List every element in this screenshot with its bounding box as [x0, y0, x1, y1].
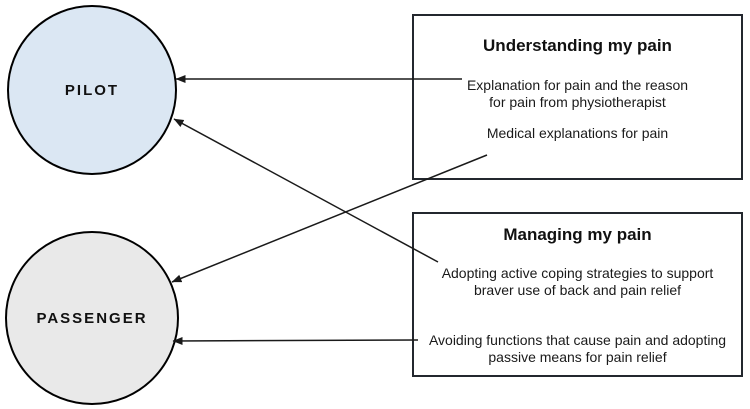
understanding-item-medical: Medical explanations for pain	[486, 125, 669, 141]
pilot-node: PILOT	[7, 5, 177, 175]
managing-item-adopting: Adopting active coping strategies to sup…	[441, 265, 714, 298]
arrow-avoiding-to-passenger	[172, 336, 419, 345]
passenger-node: PASSENGER	[5, 231, 179, 405]
managing-item-avoiding: Avoiding functions that cause pain and a…	[428, 332, 727, 365]
managing-title: Managing my pain	[503, 225, 652, 244]
understanding-item-explanation: Explanation for pain and the reason for …	[466, 77, 689, 110]
theme-box-managing: Managing my pain Adopting active coping …	[412, 212, 743, 377]
pilot-label: PILOT	[64, 81, 120, 99]
theme-box-understanding: Understanding my pain Explanation for pa…	[412, 14, 743, 180]
passenger-label: PASSENGER	[36, 309, 148, 327]
arrow-adopting-to-pilot	[173, 118, 439, 263]
understanding-title: Understanding my pain	[483, 36, 672, 55]
